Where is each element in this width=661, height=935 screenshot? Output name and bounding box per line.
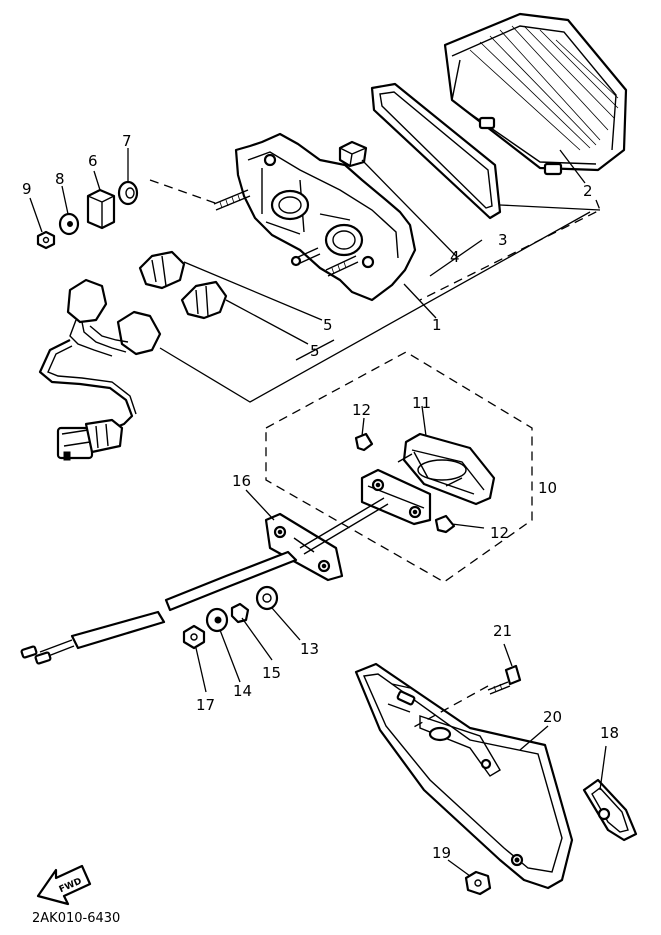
callout-20: 20 (543, 708, 562, 726)
callout-12-upper: 12 (352, 401, 371, 419)
collar-7 (117, 180, 139, 206)
lens-gasket (370, 82, 502, 220)
callout-18: 18 (600, 724, 619, 742)
callout-14: 14 (233, 682, 252, 700)
leader-lines (29, 148, 607, 877)
callout-5-upper: 5 (323, 316, 333, 334)
washer-8 (58, 212, 80, 236)
callout-3: 3 (498, 231, 508, 249)
callout-7: 7 (122, 132, 132, 150)
bulb-upper (138, 250, 186, 290)
license-light-lens (397, 432, 496, 506)
tail-light-housing (213, 132, 417, 302)
bulb-lower (180, 280, 228, 320)
license-light-base (360, 468, 432, 526)
license-bulb-lower (434, 514, 456, 534)
washer-14 (205, 607, 229, 633)
nut-9 (36, 230, 56, 250)
callout-9: 9 (22, 180, 32, 198)
callout-5-lower: 5 (310, 342, 320, 360)
diagram-code: 2AK010-6430 (32, 911, 120, 926)
callout-1: 1 (432, 316, 442, 334)
callout-8: 8 (55, 170, 65, 188)
tail-light-wiring-harness (38, 278, 162, 461)
license-light-cable (20, 497, 389, 665)
grommet-6 (86, 188, 116, 230)
callout-2: 2 (583, 182, 593, 200)
callout-21: 21 (493, 622, 512, 640)
tail-light-lens (443, 12, 628, 176)
nut-17 (182, 624, 206, 650)
callout-15: 15 (262, 664, 281, 682)
callout-16: 16 (232, 472, 251, 490)
callout-12-lower: 12 (490, 524, 509, 542)
rubber-grommet (338, 140, 368, 168)
license-plate-bracket (354, 662, 574, 890)
forward-arrow-icon: FWD (36, 864, 92, 906)
callout-labels: 2 3 4 1 5 5 6 7 8 9 10 11 12 12 13 14 15… (22, 132, 619, 862)
collar-15 (230, 602, 250, 624)
bolt-21 (487, 664, 522, 695)
license-light-assembly-outline (265, 351, 533, 583)
license-light-bracket (264, 512, 344, 582)
callout-11: 11 (412, 394, 431, 412)
flange-nut-19 (464, 870, 492, 896)
callout-10: 10 (538, 479, 557, 497)
callout-13: 13 (300, 640, 319, 658)
nut-13 (255, 585, 279, 611)
license-bulb-upper (354, 432, 374, 452)
callout-6: 6 (88, 152, 98, 170)
callout-17: 17 (196, 696, 215, 714)
reflector (582, 778, 638, 842)
callout-19: 19 (432, 844, 451, 862)
callout-4: 4 (450, 248, 460, 266)
